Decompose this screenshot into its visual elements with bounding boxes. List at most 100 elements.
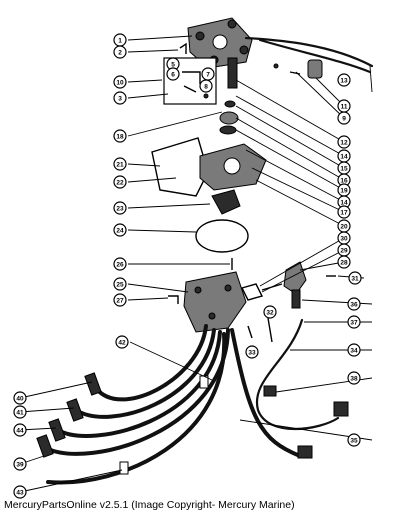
callout-31: 31: [348, 271, 362, 285]
callout-number: 36: [350, 301, 358, 308]
condenser: [273, 59, 323, 79]
callout-circle: [113, 277, 127, 291]
callout-circle: [13, 405, 27, 419]
callout-circle: [113, 157, 127, 171]
callout-10: 10: [113, 75, 127, 89]
callout-circle: [113, 45, 127, 59]
callout-circle: [113, 201, 127, 215]
callout-20: 20: [337, 219, 351, 233]
callout-13: 13: [337, 73, 351, 87]
callout-number: 17: [340, 209, 348, 216]
callout-number: 3: [118, 95, 122, 102]
callout-number: 28: [340, 259, 348, 266]
callout-circle: [115, 335, 129, 349]
coil-assembly-25: [183, 271, 247, 333]
callout-35: 35: [347, 433, 361, 447]
callout-27: 27: [113, 293, 127, 307]
gasket-21: [151, 137, 209, 197]
callout-9: 9: [337, 111, 351, 125]
lead-wire-13: [244, 36, 374, 74]
callout-44: 44: [13, 423, 27, 437]
callout-circle: [113, 223, 127, 237]
callout-number: 9: [342, 115, 346, 122]
callout-number: 5: [171, 61, 175, 68]
callout-circle: [263, 305, 277, 319]
callout-28: 28: [337, 255, 351, 269]
callout-number: 13: [340, 77, 348, 84]
screw-32: [267, 317, 273, 343]
callout-circle: [13, 457, 27, 471]
callout-number: 42: [118, 339, 126, 346]
callout-circle: [347, 433, 361, 447]
callout-circle: [113, 293, 127, 307]
callout-circle: [113, 175, 127, 189]
callout-33: 33: [245, 345, 259, 359]
image-caption: MercuryPartsOnline v2.5.1 (Image Copyrig…: [4, 499, 295, 511]
callout-number: 35: [350, 437, 358, 444]
callout-number: 32: [266, 309, 274, 316]
rotor-23: [211, 189, 241, 215]
callout-24: 24: [113, 223, 127, 237]
callout-circle: [113, 75, 127, 89]
callout-circle: [245, 345, 259, 359]
callout-number: 14: [340, 153, 348, 160]
distributor-housing: [199, 143, 267, 191]
callout-number: 26: [116, 261, 124, 268]
callout-circle: [337, 99, 351, 113]
callout-15: 15: [337, 161, 351, 175]
grommet-38: [263, 385, 277, 397]
callout-number: 38: [350, 375, 358, 382]
callout-6: 6: [166, 67, 180, 81]
callout-circle: [199, 79, 213, 93]
callout-number: 39: [16, 461, 24, 468]
callout-circle: [337, 205, 351, 219]
callout-number: 27: [116, 297, 124, 304]
spark-plug-wires: [36, 324, 313, 485]
callout-number: 40: [16, 395, 24, 402]
callout-number: 44: [16, 427, 24, 434]
callout-19: 19: [337, 183, 351, 197]
callout-number: 8: [204, 83, 208, 90]
callout-circle: [337, 73, 351, 87]
callout-number: 43: [16, 489, 24, 496]
callout-14: 14: [337, 149, 351, 163]
shaft-assembly: [219, 57, 239, 135]
callout-number: 7: [206, 71, 210, 78]
callout-22: 22: [113, 175, 127, 189]
callout-circle: [337, 255, 351, 269]
callout-8: 8: [199, 79, 213, 93]
callout-32: 32: [263, 305, 277, 319]
ground-lead-34: [255, 318, 349, 430]
callout-number: 6: [171, 71, 175, 78]
callout-number: 1: [118, 37, 122, 44]
callout-23: 23: [113, 201, 127, 215]
callout-29: 29: [337, 243, 351, 257]
callout-circle: [13, 423, 27, 437]
callout-circle: [347, 315, 361, 329]
callout-18: 18: [113, 129, 127, 143]
callout-40: 40: [13, 391, 27, 405]
callout-number: 16: [340, 177, 348, 184]
callout-number: 2: [118, 49, 122, 56]
callout-circle: [347, 371, 361, 385]
callout-number: 37: [350, 319, 358, 326]
callout-26: 26: [113, 257, 127, 271]
callout-number: 21: [116, 161, 124, 168]
callout-number: 33: [248, 349, 256, 356]
callout-number: 12: [340, 139, 348, 146]
callout-36: 36: [347, 297, 361, 311]
callout-21: 21: [113, 157, 127, 171]
callout-3: 3: [113, 91, 127, 105]
callout-34: 34: [347, 343, 361, 357]
leader-lines: [19, 35, 373, 493]
callout-25: 25: [113, 277, 127, 291]
o-ring-24: [195, 219, 249, 253]
callout-circle: [337, 135, 351, 149]
callout-11: 11: [337, 99, 351, 113]
callout-1: 1: [113, 33, 127, 47]
callout-number: 19: [340, 187, 348, 194]
callout-number: 30: [340, 235, 348, 242]
callout-39: 39: [13, 457, 27, 471]
